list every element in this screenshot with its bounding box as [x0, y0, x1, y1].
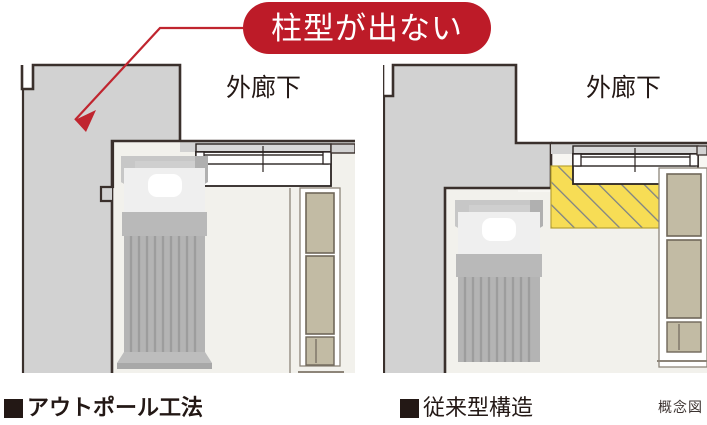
- structural-wall-outline: [383, 63, 553, 373]
- callout-text: 柱型が出ない: [271, 10, 463, 46]
- legend-square-icon: [4, 398, 23, 418]
- corridor-label-right: 外廊下: [586, 74, 661, 102]
- bed: [117, 156, 212, 369]
- sash-right-wall: [696, 145, 707, 156]
- legend-conventional: 従来型構造: [400, 397, 533, 419]
- structural-wall: [383, 65, 551, 373]
- callout-badge: 柱型が出ない: [243, 2, 491, 54]
- wall-step-outline: [99, 142, 115, 203]
- structural-wall: [22, 65, 180, 373]
- corridor-label-left: 外廊下: [226, 74, 301, 102]
- panel-conventional: 外廊下: [383, 60, 707, 373]
- sash-right-wall: [330, 143, 355, 154]
- legend-square-icon: [400, 398, 419, 418]
- legend-label-conventional: 従来型構造: [423, 395, 534, 420]
- legend-out-pole: アウトポール工法: [4, 397, 203, 419]
- concept-note: 概念図: [658, 401, 703, 416]
- panel-out-pole: 外廊下: [0, 60, 355, 373]
- floorplan-conventional: 外廊下: [383, 63, 707, 373]
- window-sash-assembly: [195, 143, 332, 187]
- bed: [455, 200, 543, 362]
- legend-label-out-pole: アウトポール工法: [27, 395, 204, 420]
- floorplan-out-pole: 外廊下: [20, 63, 355, 373]
- cabinet-column: [657, 167, 707, 368]
- cabinet-column: [298, 187, 344, 373]
